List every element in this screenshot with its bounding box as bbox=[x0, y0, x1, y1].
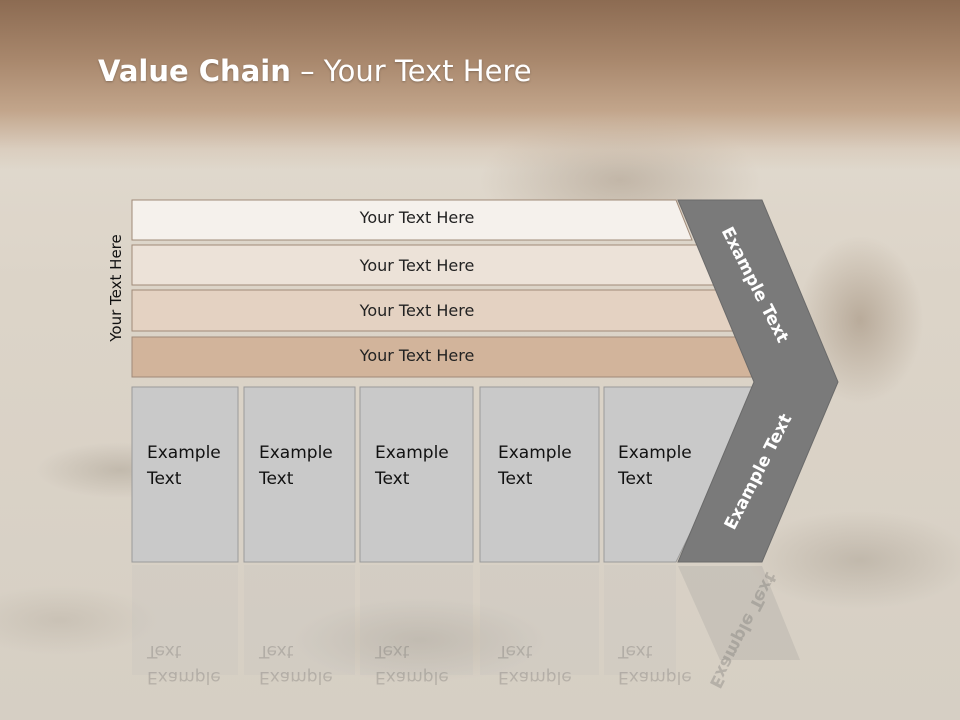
column-box-4 bbox=[479, 386, 600, 563]
column-reflections bbox=[132, 565, 676, 675]
row-label-3: Your Text Here bbox=[359, 301, 475, 320]
slide-title: Value Chain – Your Text Here bbox=[98, 54, 532, 94]
header-band bbox=[0, 0, 960, 170]
column-box-2 bbox=[243, 386, 356, 563]
value-chevron bbox=[677, 199, 839, 563]
row-label-1: Your Text Here bbox=[359, 208, 475, 227]
column-box-5 bbox=[603, 386, 763, 563]
chevron-reflection bbox=[678, 566, 800, 660]
row-label-2: Your Text Here bbox=[359, 256, 475, 275]
row-bar-1 bbox=[131, 199, 693, 241]
column-box-1 bbox=[131, 386, 239, 563]
row-label-4: Your Text Here bbox=[359, 346, 475, 365]
title-bold: Value Chain bbox=[98, 54, 291, 88]
column-box-3 bbox=[359, 386, 474, 563]
title-rest: – Your Text Here bbox=[290, 54, 532, 88]
